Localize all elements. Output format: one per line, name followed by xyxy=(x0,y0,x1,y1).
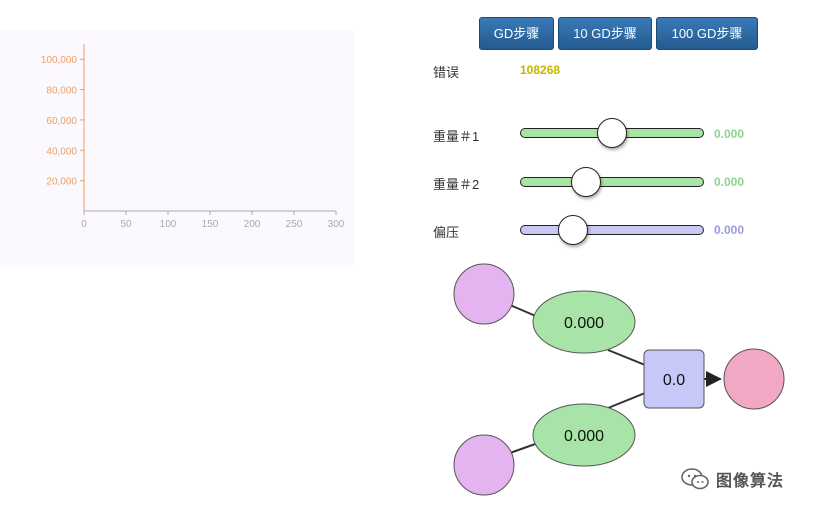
chart-x-tick-label: 100 xyxy=(160,219,177,230)
chart-x-tick-label: 250 xyxy=(286,219,303,230)
weight2-slider-track[interactable] xyxy=(520,177,704,187)
watermark-text: 图像算法 xyxy=(716,473,785,490)
bias-slider-handle[interactable] xyxy=(558,215,589,245)
weight1-node-value: 0.000 xyxy=(564,315,604,332)
chart-x-tick-label: 150 xyxy=(202,219,219,230)
loss-chart: 20,000 40,000 60,000 80,000 100,000 0 50 100 150… xyxy=(0,30,355,265)
weight2-node xyxy=(532,403,636,467)
bias-label: 偏压 xyxy=(433,225,460,240)
chart-y-tick-label: 60,000 xyxy=(46,116,77,127)
wechat-icon xyxy=(681,468,709,490)
weight2-value: 0.000 xyxy=(714,175,745,189)
chart-x-tick-label: 0 xyxy=(81,219,87,230)
gd-step-button[interactable]: GD步骤 xyxy=(479,17,554,50)
loss-chart-svg: 20,000 40,000 60,000 80,000 100,000 0 50 100 150… xyxy=(41,44,345,230)
weight2-node-value: 0.000 xyxy=(564,428,604,445)
chart-y-tick-label: 40,000 xyxy=(46,146,77,157)
error-label: 错误 xyxy=(433,65,460,80)
input-node-1 xyxy=(453,263,515,325)
sum-node xyxy=(643,349,705,409)
weight1-node xyxy=(532,290,636,354)
weight1-to-sum-edge xyxy=(607,349,646,366)
chart-x-tick-label: 300 xyxy=(328,219,345,230)
chart-y-tick-label: 80,000 xyxy=(46,86,77,97)
weight1-label: 重量＃1 xyxy=(433,129,480,144)
weight2-to-sum-edge xyxy=(607,392,646,409)
input-node-2 xyxy=(453,434,515,496)
error-value: 108268 xyxy=(520,63,561,77)
gd-100-steps-button[interactable]: 100 GD步骤 xyxy=(656,17,758,50)
bias-slider-track[interactable] xyxy=(520,225,704,235)
watermark: 图像算法 xyxy=(680,466,784,492)
weight1-value: 0.000 xyxy=(714,127,745,141)
bias-value: 0.000 xyxy=(714,223,745,237)
network-diagram: 0.000 0.000 0.0 xyxy=(453,263,785,496)
chart-y-tick-label: 20,000 xyxy=(46,177,77,188)
chart-y-tick-label: 100,000 xyxy=(41,55,78,66)
output-node xyxy=(723,348,785,410)
weight1-slider-handle[interactable] xyxy=(597,118,627,148)
input2-to-weight2-edge xyxy=(509,442,539,454)
input1-to-weight1-edge xyxy=(509,304,539,318)
chart-x-tick-label: 50 xyxy=(120,219,132,230)
chart-x-tick-label: 200 xyxy=(244,219,261,230)
weight2-slider-handle[interactable] xyxy=(571,167,602,197)
sum-node-value: 0.0 xyxy=(663,372,685,389)
weight2-label: 重量＃2 xyxy=(433,177,480,192)
gd-10-steps-button[interactable]: 10 GD步骤 xyxy=(558,17,652,50)
